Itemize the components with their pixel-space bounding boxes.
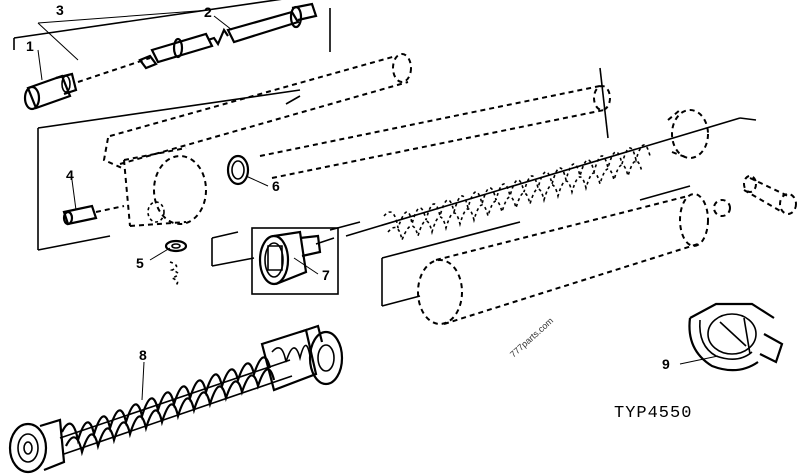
figure-code: TYP4550	[614, 404, 693, 423]
spring-assembly-part-8	[8, 324, 344, 474]
shaft-part-2	[138, 2, 318, 70]
sleeve-dashed-mid	[259, 85, 611, 179]
frame-tube	[381, 185, 691, 307]
callout-8: 8	[139, 347, 147, 363]
callout-9: 9	[662, 356, 670, 372]
cylinder-dashed	[417, 193, 709, 325]
leader-lines	[37, 9, 719, 401]
cap-dashed	[667, 109, 709, 159]
sleeve-dashed-upper	[102, 53, 412, 169]
clip-part-9	[688, 302, 784, 372]
frame-spring	[211, 117, 757, 267]
callout-2: 2	[204, 4, 212, 20]
frame-knob	[251, 227, 339, 295]
oring-part-6	[226, 154, 250, 186]
callout-7: 7	[322, 267, 330, 283]
handle-dashed	[713, 175, 797, 217]
pin-part-4	[62, 204, 125, 226]
washer-part-5	[164, 239, 188, 287]
spring-dashed	[383, 144, 651, 243]
callout-3: 3	[56, 2, 64, 18]
frame-main	[37, 67, 609, 251]
frame-upper	[13, 0, 331, 52]
callout-4: 4	[66, 167, 74, 183]
knob-part-7	[258, 230, 335, 286]
callout-1: 1	[26, 38, 34, 54]
callout-5: 5	[136, 255, 144, 271]
bushing-part-1	[23, 57, 151, 111]
housing-dashed	[123, 147, 207, 227]
callout-6: 6	[272, 178, 280, 194]
